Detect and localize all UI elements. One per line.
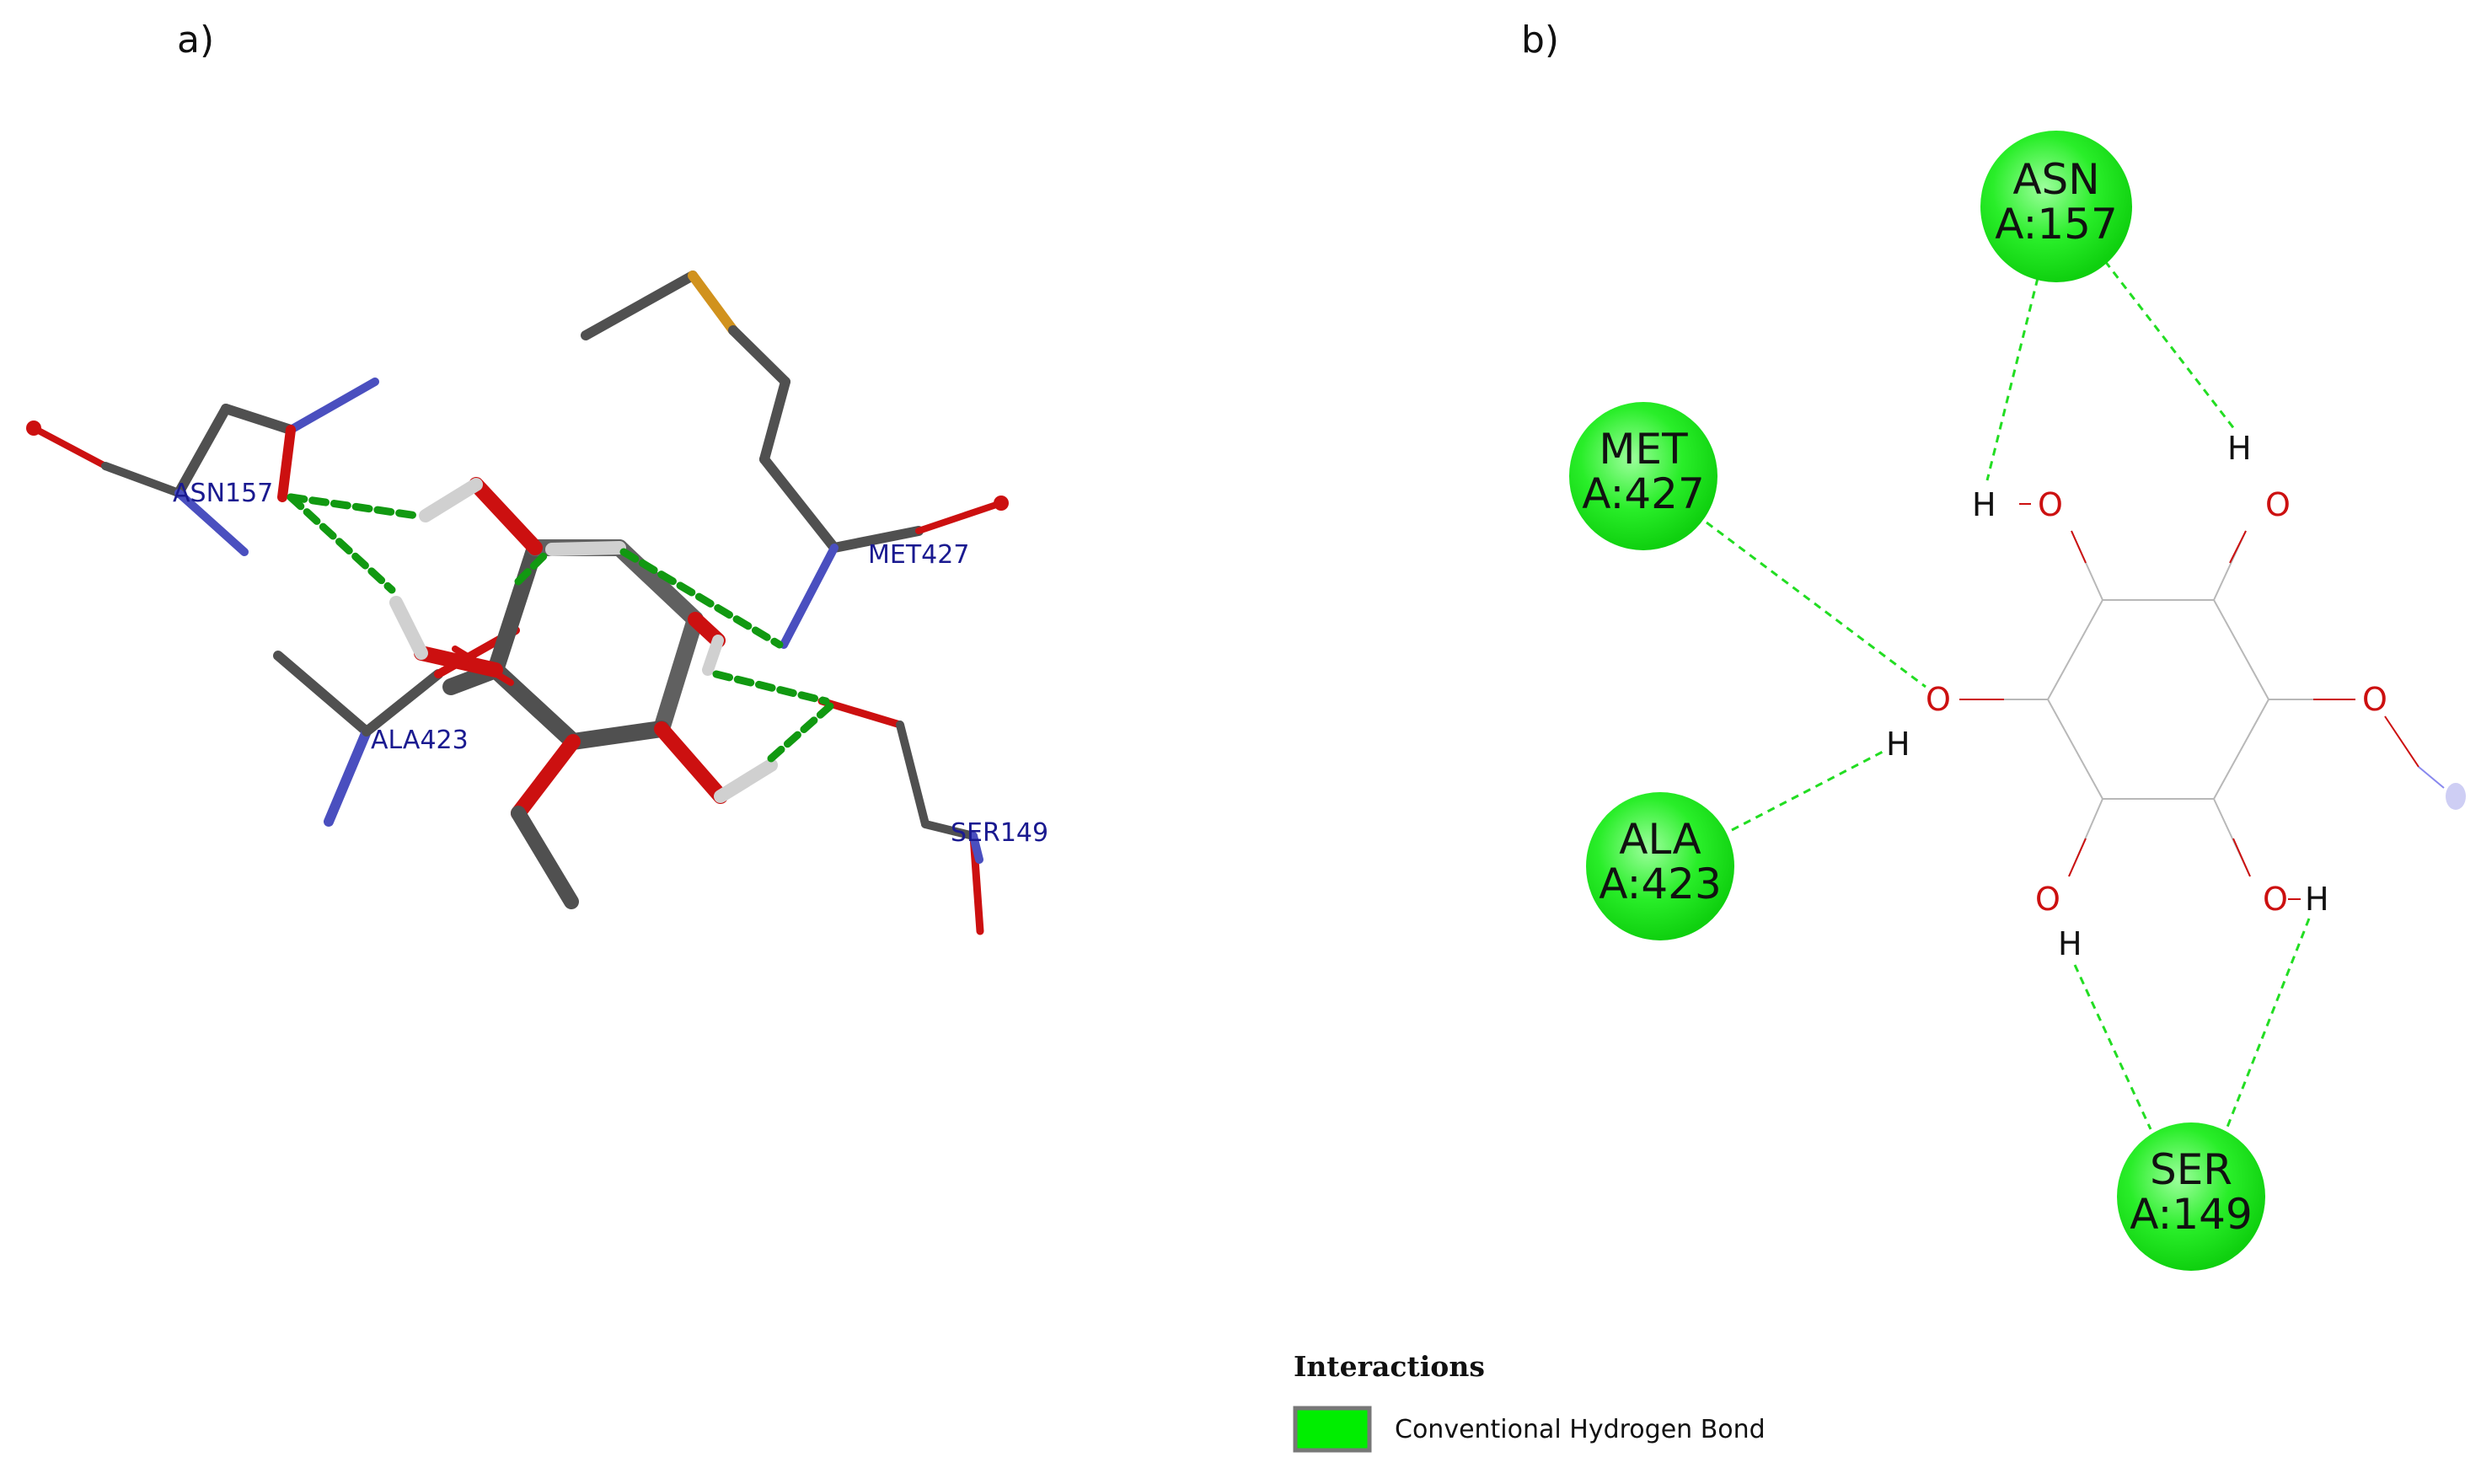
residue-ala423-chain: A:423 (1599, 860, 1722, 908)
hydrogen-atom-3: H (1886, 726, 1910, 763)
hydrogen-atom-2: H (2227, 430, 2252, 467)
residue-disc-ser149: SER A:149 (2117, 1122, 2265, 1271)
ligand-sticks (389, 477, 778, 909)
oxygen-atom-3: O (1926, 681, 1951, 718)
oxygen-atom-4: O (2362, 681, 2387, 718)
legend-title: Interactions (1294, 1350, 1485, 1383)
residue-disc-met427: MET A:427 (1569, 402, 1717, 550)
panel-b-label: b) (1521, 19, 1559, 62)
residue-met427-chain: A:427 (1582, 469, 1705, 518)
residue-asn157-sticks (26, 378, 379, 556)
oxygen-atom-5: O (2035, 881, 2060, 918)
ligand-2d (1959, 503, 2445, 900)
residue-ser149-sticks (817, 697, 984, 935)
panel-b: b) O (1521, 19, 2466, 1271)
hbonds-2d (1706, 260, 2311, 1130)
hydrogen-atom-5: H (2305, 881, 2329, 918)
panel-a-residue-labels: ASN157 MET427 ALA423 SER149 (173, 479, 1048, 848)
legend: Interactions Conventional Hydrogen Bond (1293, 1350, 1766, 1453)
residue-ala423-name: ALA (1619, 815, 1701, 864)
hbonds-3d (287, 493, 834, 763)
panel-a: a) (26, 19, 1048, 935)
nitrogen-blur-dot (2446, 783, 2466, 810)
label-ala423-3d: ALA423 (371, 726, 469, 755)
hydrogen-atom-4: H (2058, 925, 2082, 962)
label-asn157-3d: ASN157 (173, 479, 273, 508)
oxygen-atom-1: O (2038, 486, 2063, 523)
oxygen-atom-6: O (2263, 881, 2288, 918)
label-ser149-3d: SER149 (951, 818, 1048, 848)
residue-asn157-chain: A:157 (1995, 200, 2118, 249)
residue-ser149-name: SER (2150, 1145, 2232, 1194)
oxygen-atom-2: O (2265, 486, 2291, 523)
legend-swatch-hbond (1293, 1406, 1372, 1453)
panel-a-label: a) (177, 19, 214, 62)
ligand-atom-labels: O O O O O O H H H H H (1886, 430, 2387, 962)
legend-item-label: Conventional Hydrogen Bond (1395, 1415, 1766, 1444)
label-met427-3d: MET427 (868, 540, 969, 570)
residue-disc-ala423: ALA A:423 (1586, 792, 1734, 940)
residue-disc-asn157: ASN A:157 (1980, 131, 2132, 282)
residue-met427-name: MET (1599, 425, 1688, 474)
residue-ser149-chain: A:149 (2130, 1190, 2253, 1239)
stick-model-3d (26, 271, 1009, 935)
residue-met427-sticks (581, 271, 1009, 649)
hydrogen-atom-1: H (1972, 486, 1996, 523)
residue-asn157-name: ASN (2012, 155, 2099, 204)
